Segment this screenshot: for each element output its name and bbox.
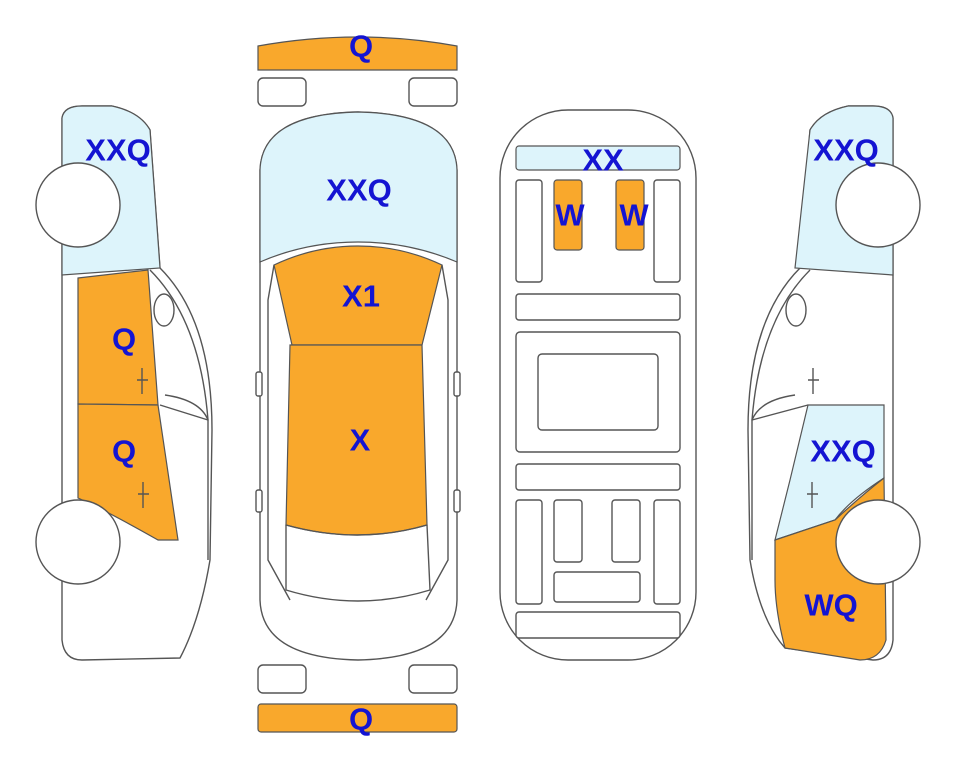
right-front-wheel [835,162,921,248]
right-rear-fender-label: WQ [804,588,857,623]
windshield-label: XXQ [326,173,391,208]
right-quarter-glass-label: XXQ [813,133,878,168]
right-rear-door-glass-label: XXQ [810,434,875,469]
right-mirror [453,371,461,397]
underbody-rear-crossmember [515,611,681,639]
left-rear-wheel [35,499,121,585]
front-left-light [257,77,307,107]
left-rear-door-label: Q [112,434,136,469]
hood-label: X1 [342,279,380,314]
roof-label: X [350,423,371,458]
left-mirror-icon [153,293,175,327]
left-side-view: XXQ Q Q [35,105,213,661]
left-front-handle-icon [137,368,148,394]
underbody-right-frame [653,179,681,283]
right-rear-wheel [835,499,921,585]
left-front-door-label: Q [112,322,136,357]
right-rear-handle-icon [807,482,818,508]
underbody-crossmember-2 [515,463,681,491]
left-front-wheel [35,162,121,248]
windshield-zone[interactable] [259,111,458,263]
underbody-right-rail-label: W [619,198,649,233]
hood-zone[interactable] [273,245,443,346]
underbody-view: XX W W [499,109,697,661]
underbody-rear-right-rail [653,499,681,605]
right-mirror-icon [785,293,807,327]
top-view-left-pillar [267,264,291,601]
rear-window-outline [285,524,431,602]
right-side-pillar-line [751,394,796,560]
underbody-crossmember-1 [515,293,681,321]
left-mirror [255,371,263,397]
front-bumper-label: Q [349,29,373,64]
top-view-right-pillar [425,264,449,601]
left-side-pillar-line [164,394,209,560]
underbody-rear-left-rail [515,499,543,605]
underbody-floor-inner [537,353,659,431]
underbody-tank-right [611,499,641,563]
underbody-tank-left [553,499,583,563]
underbody-front-label: XX [582,143,624,178]
front-right-light [408,77,458,107]
rear-left-light [257,664,307,694]
right-side-window-line [751,269,811,421]
rear-bumper-zone[interactable] [257,703,458,733]
underbody-front-zone[interactable] [515,145,681,171]
right-side-view: XXQ XXQ WQ [747,105,921,661]
front-bumper-zone[interactable] [257,36,458,71]
right-rear-handle [453,489,461,513]
underbody-exhaust [553,571,641,603]
underbody-left-frame [515,179,543,283]
underbody-outline [499,109,697,661]
underbody-left-rail-label: W [555,198,585,233]
top-view-car: Q XXQ X1 X Q [255,29,461,737]
left-rear-handle-icon [138,482,149,508]
underbody-right-rail-zone[interactable] [615,179,645,251]
right-front-handle-icon [808,368,819,394]
rear-bumper-label: Q [349,702,373,737]
left-rear-handle [255,489,263,513]
underbody-left-rail-zone[interactable] [553,179,583,251]
left-quarter-glass-label: XXQ [85,133,150,168]
rear-right-light [408,664,458,694]
left-side-window-line [149,269,209,421]
